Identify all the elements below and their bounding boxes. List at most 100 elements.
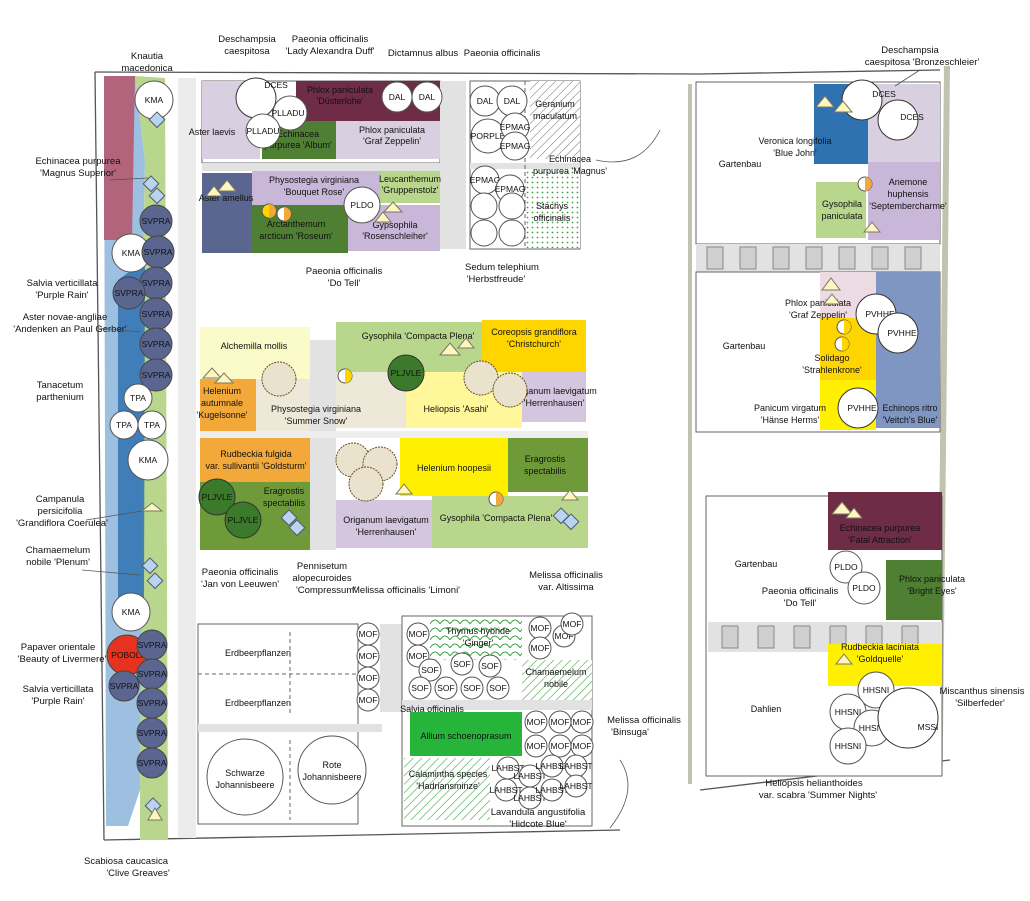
sedum-plants — [470, 192, 526, 247]
plant-mof: MOF — [406, 622, 430, 646]
plant-lahbst: LAHBST — [513, 786, 547, 810]
svg-text:Phlox paniculata: Phlox paniculata — [785, 298, 851, 308]
plant-mof: MOF — [570, 734, 594, 758]
svg-text:paniculata: paniculata — [821, 211, 862, 221]
plant-mof: MOF — [524, 734, 548, 758]
svg-text:var. sullivantii 'Goldsturm': var. sullivantii 'Goldsturm' — [206, 461, 307, 471]
plant-kma: KMA — [134, 80, 174, 120]
plant-svpra: SVPRA — [136, 687, 168, 719]
svg-text:LAHBST: LAHBST — [535, 785, 568, 795]
plant-pljvle: PLJVLE — [198, 478, 236, 516]
svg-text:PVHHE: PVHHE — [887, 328, 917, 338]
svg-text:Johannisbeere: Johannisbeere — [302, 772, 361, 782]
svg-text:Aster amellus: Aster amellus — [199, 193, 254, 203]
svg-text:Thymus hybride: Thymus hybride — [446, 626, 510, 636]
plant-mof: MOF — [570, 710, 594, 734]
svg-text:Erdbeerpflanzen: Erdbeerpflanzen — [225, 698, 291, 708]
svg-text:nobile: nobile — [544, 679, 568, 689]
svg-text:SVPRA: SVPRA — [138, 640, 167, 650]
currant-bushes: Schwarze Johannisbeere Rote Johannisbeer… — [206, 735, 367, 816]
svg-text:Deschampsia: Deschampsia — [218, 34, 276, 45]
plant-dal: DAL — [381, 81, 413, 113]
svg-text:'Veitch's Blue': 'Veitch's Blue' — [883, 415, 938, 425]
svg-text:Echinops ritro: Echinops ritro — [882, 403, 937, 413]
svg-text:Coreopsis grandiflora: Coreopsis grandiflora — [491, 327, 577, 337]
svg-text:Origanum laevigatum: Origanum laevigatum — [343, 515, 429, 525]
svg-text:KMA: KMA — [122, 607, 141, 617]
svg-text:Alchemilla mollis: Alchemilla mollis — [221, 341, 288, 351]
svg-text:MOF: MOF — [551, 741, 570, 751]
svg-text:'Lady Alexandra Duff': 'Lady Alexandra Duff' — [285, 46, 374, 57]
svg-text:TPA: TPA — [144, 420, 160, 430]
svg-text:'Goldquelle': 'Goldquelle' — [857, 654, 904, 664]
svg-text:'Purple Rain': 'Purple Rain' — [35, 290, 88, 301]
svg-text:Leucanthemum: Leucanthemum — [379, 174, 441, 184]
svg-text:Veronica longifolia: Veronica longifolia — [758, 136, 831, 146]
svg-text:PLDO: PLDO — [350, 200, 374, 210]
svg-text:Dictamnus albus: Dictamnus albus — [388, 48, 458, 59]
paeonia-marker — [834, 336, 850, 352]
plant-tpa: TPA — [123, 383, 153, 413]
plant-svpra: SVPRA — [139, 204, 173, 238]
paeonia-marker — [857, 176, 873, 192]
plant-hhsni: HHSNI — [829, 727, 867, 765]
svg-text:Gartenbau: Gartenbau — [735, 559, 778, 569]
svg-text:Helenium hoopesii: Helenium hoopesii — [417, 463, 491, 473]
svg-text:'Graf Zeppelin': 'Graf Zeppelin' — [363, 136, 421, 146]
bed-top-middle-plants: DAL DAL PORPLE EPMAG EPMAG EPMAG EPMAG — [469, 85, 530, 247]
svg-text:DAL: DAL — [504, 96, 521, 106]
plant-svpra: SVPRA — [108, 670, 140, 702]
svg-text:autumnale: autumnale — [201, 398, 243, 408]
svg-text:'Düsterlohe': 'Düsterlohe' — [317, 96, 364, 106]
svg-text:Knautia: Knautia — [131, 51, 164, 62]
plant-pljvle: PLJVLE — [387, 354, 425, 392]
svg-text:'Silberfeder': 'Silberfeder' — [955, 698, 1005, 709]
bed-right-middle-plants: PVHHE PVHHE PVHHE — [821, 277, 919, 429]
svg-text:Echinacea purpurea: Echinacea purpurea — [35, 156, 121, 167]
svg-text:Gysophila: Gysophila — [822, 199, 862, 209]
svg-text:Echinacea: Echinacea — [549, 154, 591, 164]
svg-text:MOF: MOF — [359, 651, 378, 661]
svg-text:Echinacea: Echinacea — [277, 129, 319, 139]
svg-text:PLDO: PLDO — [852, 583, 876, 593]
svg-text:PORPLE: PORPLE — [471, 131, 506, 141]
svg-text:'Herbstfreude': 'Herbstfreude' — [467, 274, 526, 285]
svg-text:Lavandula angustifolia: Lavandula angustifolia — [491, 807, 586, 818]
svg-text:Scabiosa caucasica: Scabiosa caucasica — [84, 856, 169, 867]
svg-text:Aster laevis: Aster laevis — [189, 127, 236, 137]
plant-sof: SOF — [478, 654, 502, 678]
svg-text:PLJVLE: PLJVLE — [202, 492, 233, 502]
svg-text:SOF: SOF — [453, 659, 470, 669]
svg-text:HHSNI: HHSNI — [835, 707, 861, 717]
svg-text:LAHBST: LAHBST — [559, 761, 592, 771]
svg-text:'Kugelsonne': 'Kugelsonne' — [197, 410, 248, 420]
svg-text:MOF: MOF — [551, 717, 570, 727]
svg-text:var. Altissima: var. Altissima — [538, 582, 594, 593]
paeonia-marker — [836, 319, 852, 335]
svg-text:SVPRA: SVPRA — [144, 247, 173, 257]
svg-text:Melissa officinalis 'Limoni': Melissa officinalis 'Limoni' — [352, 585, 460, 596]
svg-text:TPA: TPA — [116, 420, 132, 430]
svg-text:PLJVLE: PLJVLE — [391, 368, 422, 378]
svg-text:nobile 'Plenum': nobile 'Plenum' — [26, 557, 90, 568]
svg-text:Miscanthus sinensis: Miscanthus sinensis — [939, 686, 1024, 697]
plant-dal: DAL — [469, 85, 501, 117]
svg-text:Origanum laevigatum: Origanum laevigatum — [511, 386, 597, 396]
svg-text:SVPRA: SVPRA — [138, 698, 167, 708]
plant-pldo: PLDO — [343, 186, 381, 224]
bed-top-left-plants: DCES PLLADU PLLADU DAL DAL PLDO — [204, 77, 443, 224]
bed-top-middle-labels: Geranium maculatum Echinacea purpurea 'M… — [533, 99, 607, 223]
svg-text:'Binsuga': 'Binsuga' — [611, 727, 649, 738]
plant-mof: MOF — [356, 666, 380, 690]
bed-right-bottom-labels: Gartenbau Echinacea purpurea 'Fatal Attr… — [735, 523, 965, 714]
bed-center-plants: PLJVLE PLJVLE PLJVLE — [198, 337, 580, 539]
svg-text:Erdbeerpflanzen: Erdbeerpflanzen — [225, 648, 291, 658]
svg-text:maculatum: maculatum — [533, 111, 577, 121]
svg-text:'Clive Greaves': 'Clive Greaves' — [106, 868, 169, 879]
svg-text:Panicum virgatum: Panicum virgatum — [754, 403, 826, 413]
bed-right-top-labels: Gartenbau Veronica longifolia 'Blue John… — [719, 136, 947, 221]
bed-bottom-left-plants: MOF MOF MOF MOF MOF MOF MOF MOF MOF MOF … — [356, 612, 594, 810]
plant-dal: DAL — [411, 81, 443, 113]
svg-text:Melissa officinalis: Melissa officinalis — [607, 715, 681, 726]
svg-text:'Hänse Herms': 'Hänse Herms' — [761, 415, 820, 425]
